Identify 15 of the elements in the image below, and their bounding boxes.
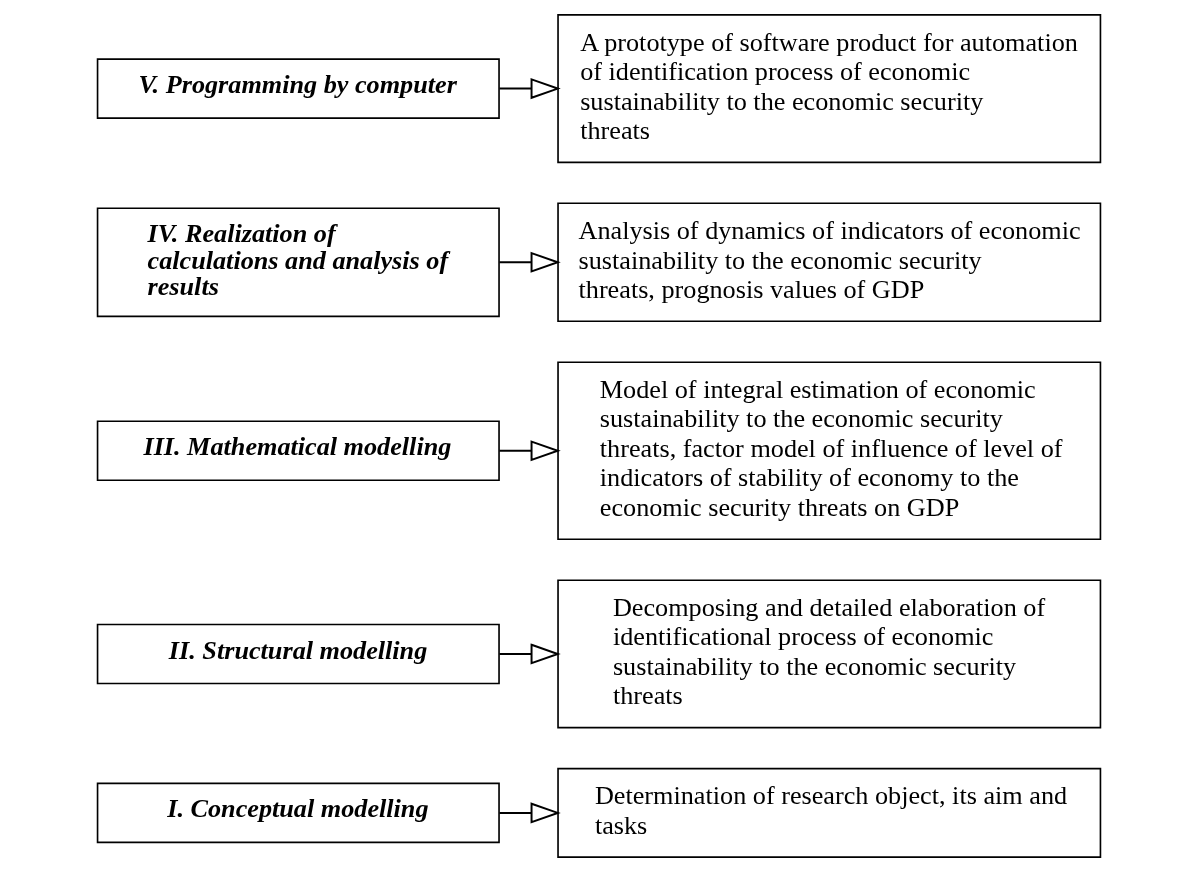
arrow <box>498 643 561 665</box>
node-box: V. Programming by computer <box>96 58 500 119</box>
node-box: II. Structural modelling <box>96 623 500 685</box>
arrow <box>498 78 561 100</box>
arrow <box>498 440 561 462</box>
arrow <box>498 251 561 273</box>
node-box: IV. Realization of calculations and analysis of results <box>96 207 500 318</box>
node-box: III. Mathematical modelling <box>96 420 500 482</box>
node-box: Determination of research object, its aim and tasks <box>557 767 1102 858</box>
node-box: Decomposing and detailed elaboration of identificational process of economic sustainability to the economic security threats <box>557 579 1102 729</box>
arrow <box>498 802 561 824</box>
node-box: A prototype of software product for automation of identification process of economic sustainability to the economic security threats <box>557 14 1102 164</box>
node-box: Analysis of dynamics of indicators of economic sustainability to the economic security threats, prognosis values of GDP <box>557 202 1102 323</box>
node-box: I. Conceptual modelling <box>96 782 500 844</box>
node-box: Model of integral estimation of economic sustainability to the economic security threats, factor model of influence of level of indicators of stability of economy to the economic security threats on GDP <box>557 361 1102 541</box>
